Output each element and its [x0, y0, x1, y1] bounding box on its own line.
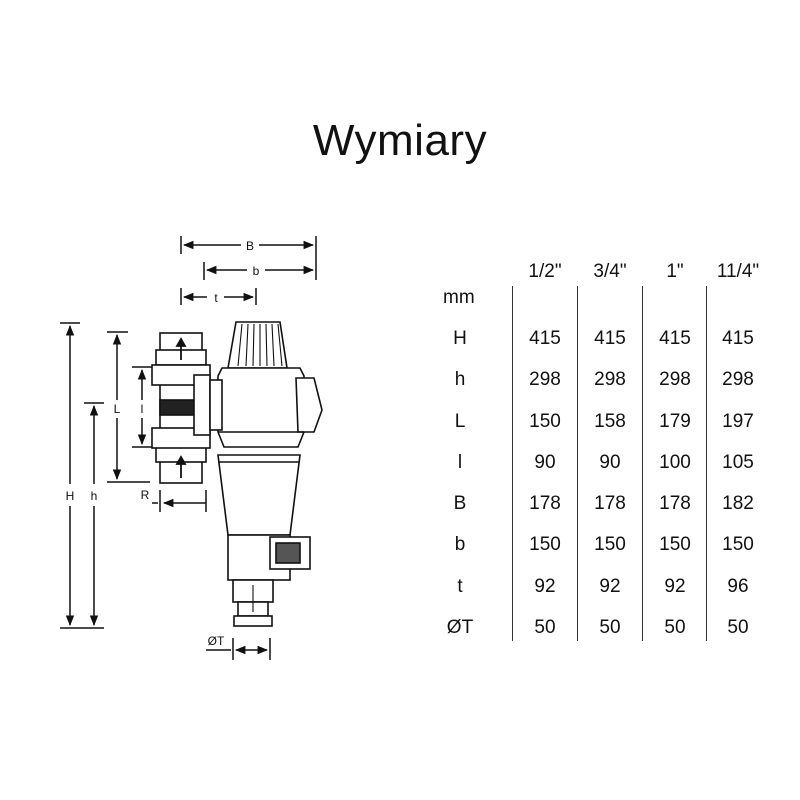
dim-label-L: L	[114, 402, 121, 416]
table-cell: 298	[659, 369, 691, 390]
table-cell: 150	[529, 411, 561, 432]
table-cell: 150	[659, 534, 691, 555]
unit-label: mm	[443, 287, 475, 308]
table-cell: 92	[599, 576, 621, 597]
size-header: 11/4"	[716, 261, 760, 282]
table-cell: 415	[594, 328, 626, 349]
table-cell: 415	[529, 328, 561, 349]
table-cell: 50	[599, 617, 621, 638]
table-cell: 158	[594, 411, 626, 432]
table-cell: 150	[594, 534, 626, 555]
dim-label-T: ØT	[208, 634, 225, 648]
dim-label-H: H	[66, 489, 75, 503]
row-label: H	[453, 328, 467, 349]
column-divider	[577, 286, 578, 641]
table-cell: 90	[599, 452, 621, 473]
dim-label-b: b	[253, 264, 260, 278]
table-cell: 150	[722, 534, 754, 555]
table-cell: 96	[727, 576, 749, 597]
row-label: L	[454, 411, 466, 432]
table-cell: 197	[722, 411, 754, 432]
row-label: ØT	[446, 617, 474, 638]
table-cell: 178	[659, 493, 691, 514]
table-cell: 178	[594, 493, 626, 514]
table-cell: 179	[659, 411, 691, 432]
column-divider	[512, 286, 513, 641]
size-header: 1"	[666, 261, 684, 282]
row-label: b	[454, 534, 466, 555]
table-cell: 178	[529, 493, 561, 514]
table-cell: 415	[659, 328, 691, 349]
dim-label-h: h	[91, 489, 98, 503]
size-header: 1/2"	[528, 261, 562, 282]
table-cell: 298	[529, 369, 561, 390]
dim-label-t: t	[214, 291, 218, 305]
row-label: l	[457, 452, 463, 473]
size-header: 3/4"	[593, 261, 627, 282]
row-label: h	[454, 369, 466, 390]
table-cell: 92	[664, 576, 686, 597]
table-cell: 105	[722, 452, 754, 473]
table-cell: 298	[594, 369, 626, 390]
table-cell: 150	[529, 534, 561, 555]
table-cell: 92	[534, 576, 556, 597]
row-label: B	[453, 493, 467, 514]
table-cell: 50	[727, 617, 749, 638]
column-divider	[706, 286, 707, 641]
dim-label-B: B	[246, 239, 254, 253]
table-cell: 182	[722, 493, 754, 514]
dim-label-R: R	[141, 488, 150, 502]
dim-label-l: l	[141, 402, 144, 416]
table-cell: 100	[659, 452, 691, 473]
column-divider	[642, 286, 643, 641]
table-cell: 298	[722, 369, 754, 390]
table-cell: 50	[664, 617, 686, 638]
table-cell: 415	[722, 328, 754, 349]
row-label: t	[457, 576, 463, 597]
page-title: Wymiary	[312, 116, 488, 165]
table-cell: 90	[534, 452, 556, 473]
table-cell: 50	[534, 617, 556, 638]
